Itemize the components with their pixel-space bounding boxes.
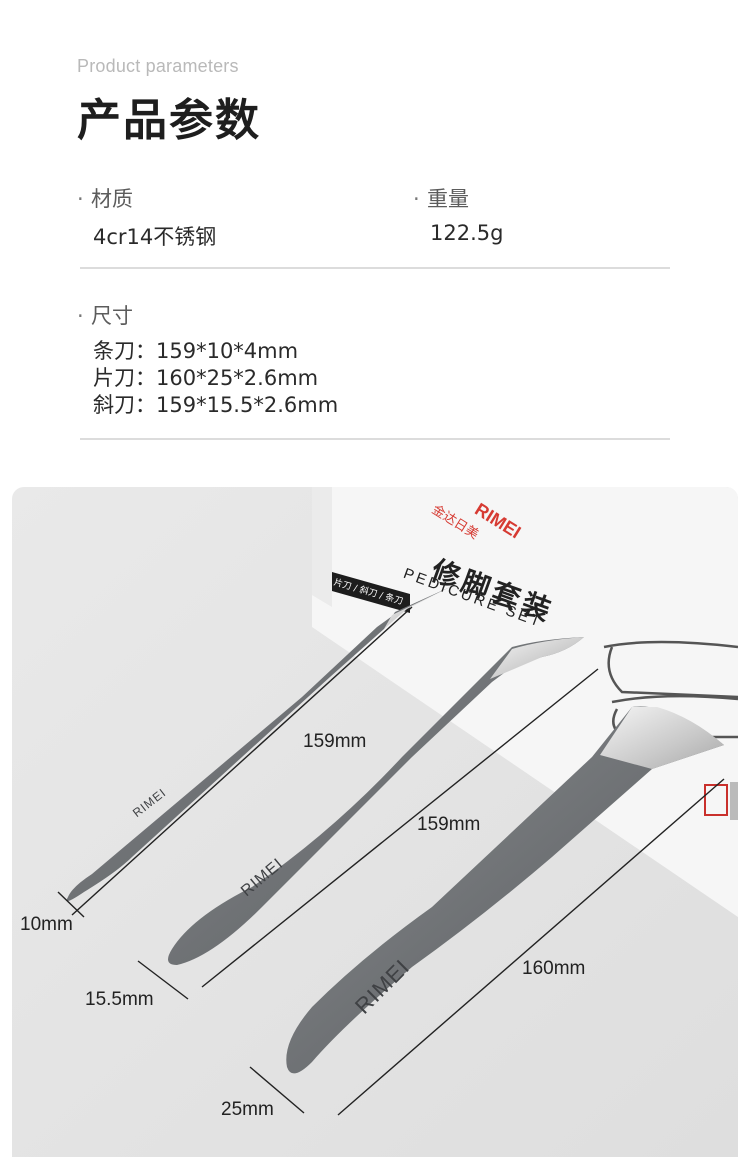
size-spec-line: 条刀：159*10*4mm <box>93 339 299 363</box>
slant-knife-width-label: 15.5mm <box>85 989 154 1010</box>
size-label: 尺寸 <box>91 304 133 328</box>
slant-knife <box>168 637 584 965</box>
bullet-icon: · <box>77 304 84 328</box>
weight-value: 122.5g <box>430 221 504 245</box>
flat-knife-width-label: 25mm <box>221 1099 274 1120</box>
size-label-row: · 尺寸 <box>77 300 133 330</box>
bullet-icon: · <box>77 187 84 211</box>
bar-knife <box>66 587 450 901</box>
material-label-row: · 材质 <box>77 183 133 213</box>
weight-label-row: · 重量 <box>413 183 469 213</box>
product-illustration <box>12 487 738 1157</box>
page-title: 产品参数 <box>77 95 261 146</box>
weight-label: 重量 <box>427 187 469 211</box>
size-spec-list: 条刀：159*10*4mm 片刀：160*25*2.6mm 斜刀：159*15.… <box>93 338 338 419</box>
slant-knife-length-label: 159mm <box>417 814 481 835</box>
divider <box>80 267 670 269</box>
bar-knife-width-label: 10mm <box>20 914 73 935</box>
size-spec-line: 片刀：160*25*2.6mm <box>93 366 319 390</box>
dimension-lines <box>57 606 725 1116</box>
divider <box>80 438 670 440</box>
product-photo: RIMEI 金达日美 修脚套装 PEDICURE SET 片刀 / 斜刀 / 条… <box>12 487 738 1157</box>
bullet-icon: · <box>413 187 420 211</box>
product-box <box>312 487 738 917</box>
size-spec-line: 斜刀：159*15.5*2.6mm <box>93 393 339 417</box>
material-value: 4cr14不锈钢 <box>93 225 217 249</box>
material-label: 材质 <box>91 187 133 211</box>
eyebrow-text: Product parameters <box>77 56 239 76</box>
flat-knife-length-label: 160mm <box>522 958 586 979</box>
flat-knife <box>286 706 724 1074</box>
bar-knife-length-label: 159mm <box>303 731 367 752</box>
